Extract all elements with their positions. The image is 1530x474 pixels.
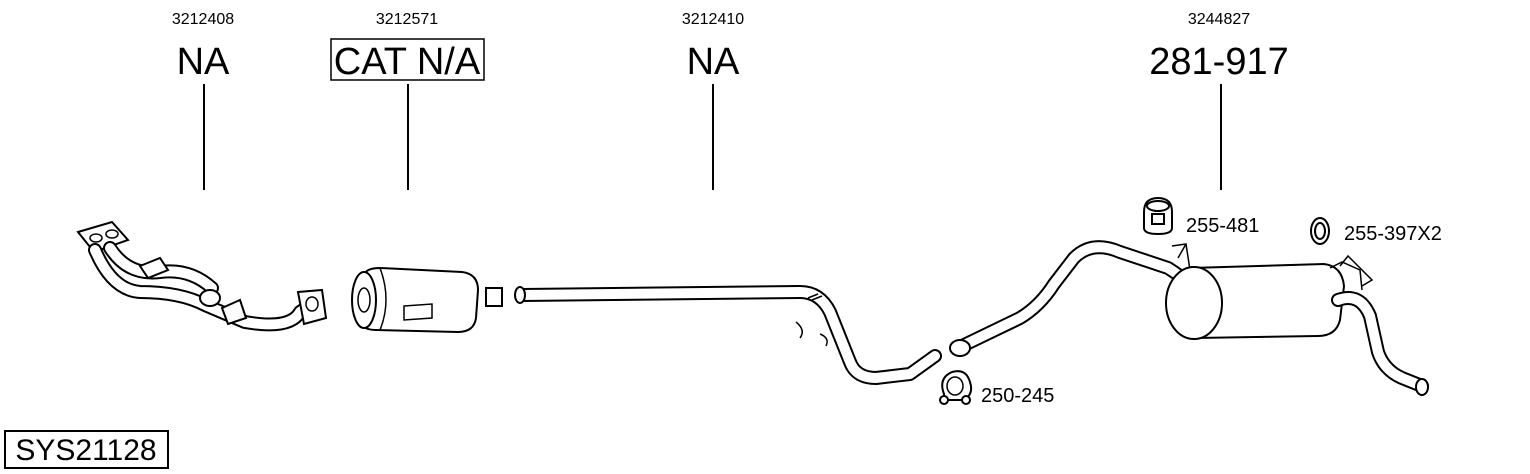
part-number-label: 3212410 (682, 11, 744, 28)
part-code-box (330, 38, 485, 81)
accessory-code-label: 250-245 (981, 385, 1054, 407)
clamp-icon (939, 370, 973, 405)
part-code-label: NA (687, 41, 740, 83)
rear-silencer-drawing (949, 240, 1429, 396)
ring-icon (1310, 217, 1330, 245)
catalyst-drawing (351, 266, 503, 334)
accessory-code-label: 255-481 (1186, 215, 1259, 237)
part-code-label: 281-917 (1149, 41, 1288, 83)
accessory-ring[interactable]: 255-397X2 (1310, 217, 1442, 245)
accessory-code-label: 255-397X2 (1344, 223, 1442, 245)
part-intermediate-pipe[interactable]: 3212410 NA (514, 11, 942, 385)
part-front-pipe[interactable]: 3212408 NA (76, 11, 328, 332)
system-id: SYS21128 (4, 430, 169, 469)
part-code-label: NA (177, 41, 230, 83)
part-number-label: 3212408 (172, 11, 234, 28)
system-id-box (4, 430, 169, 469)
accessory-clamp[interactable]: 250-245 (939, 370, 1054, 407)
rubber-mount-icon (1143, 196, 1173, 236)
part-code-label: CAT N/A (334, 41, 481, 83)
front-pipe-drawing (76, 220, 328, 332)
intermediate-pipe-drawing (514, 285, 942, 385)
system-id-label: SYS21128 (15, 434, 156, 467)
part-rear-silencer[interactable]: 3244827 281-917 (949, 11, 1429, 396)
accessory-rubber-mount[interactable]: 255-481 (1143, 196, 1259, 237)
part-number-label: 3244827 (1188, 11, 1250, 28)
part-catalytic-converter[interactable]: 3212571 CAT N/A (330, 11, 503, 334)
part-number-label: 3212571 (376, 11, 438, 28)
